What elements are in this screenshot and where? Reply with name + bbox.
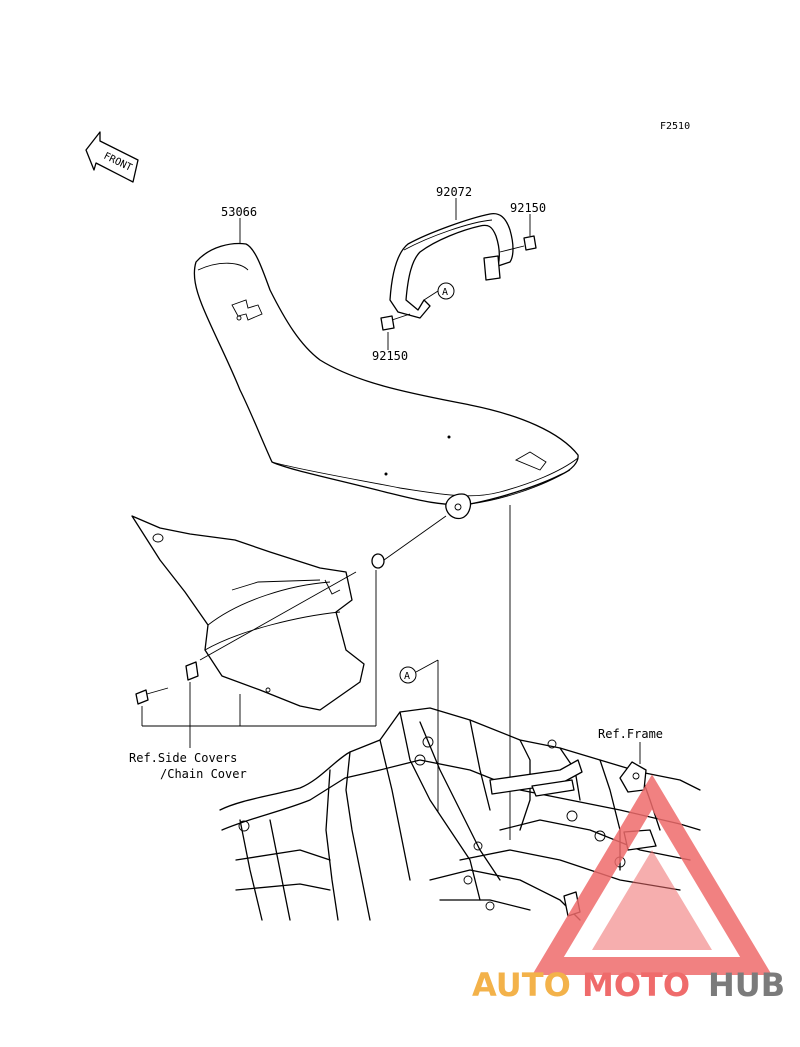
grab-rail-part	[389, 212, 514, 319]
reference-frame: Ref.Frame	[598, 727, 663, 741]
grommet-part	[371, 553, 385, 569]
reference-side-covers-line1: Ref.Side Covers	[129, 751, 237, 765]
reference-side-covers-line2: /Chain Cover	[160, 767, 247, 781]
alignment-line-2	[199, 571, 357, 661]
alignment-line-1	[383, 515, 447, 561]
figure-code: F2510	[660, 121, 690, 132]
seat-part	[193, 242, 579, 520]
part-number-bolt-left: 92150	[372, 349, 408, 363]
watermark-text-auto: AUTO	[472, 966, 571, 1004]
side-cover-reference-bracket	[141, 570, 377, 748]
side-cover-part	[131, 515, 365, 711]
watermark-logo: AUTO MOTO HUB	[472, 774, 785, 1004]
front-arrow-icon: FRONT	[85, 131, 139, 183]
bolt-side-cover-part	[135, 687, 169, 705]
frame-part	[219, 707, 701, 921]
part-number-bolt-right: 92150	[510, 201, 546, 215]
washer-part	[185, 661, 199, 681]
reference-marker-upper: A	[423, 282, 455, 301]
svg-text:A: A	[404, 671, 410, 682]
bolt-left-part	[380, 313, 411, 331]
svg-text:A: A	[442, 287, 448, 298]
part-number-seat: 53066	[221, 205, 257, 219]
watermark-text-hub: HUB	[708, 966, 785, 1004]
bolt-right-part	[499, 235, 537, 253]
part-number-grab-rail: 92072	[436, 185, 472, 199]
reference-marker-lower: A	[399, 659, 439, 812]
watermark-text-moto: MOTO	[582, 966, 690, 1004]
